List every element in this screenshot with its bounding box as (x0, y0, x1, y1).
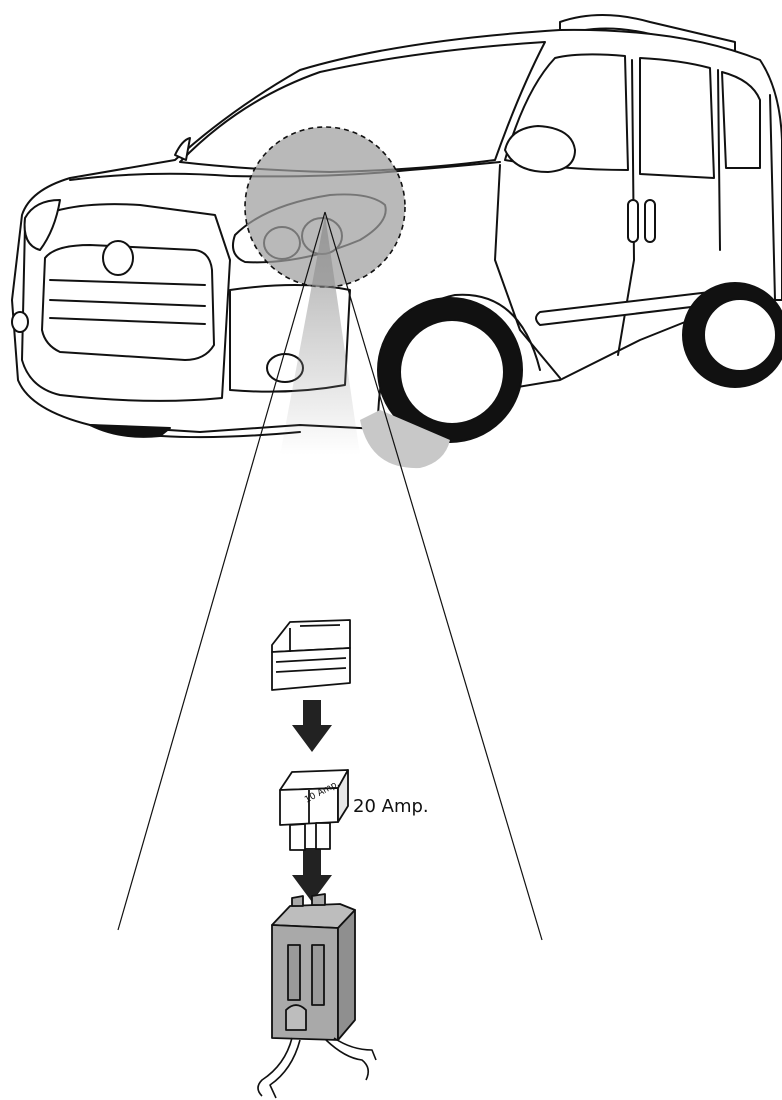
callout-beam (280, 215, 360, 455)
door-handle-right (644, 199, 656, 243)
rear-side-window-2 (721, 71, 761, 169)
rear-body-edge (769, 94, 776, 301)
connector-slot-2 (311, 944, 325, 1006)
zoom-callout (117, 126, 543, 941)
rear-rim (703, 298, 777, 372)
wire-right (325, 1039, 370, 1081)
grille-bar-1 (49, 279, 206, 286)
door-line-front (494, 164, 561, 379)
front-tire-left-hint (89, 424, 171, 438)
connector-slot-1 (287, 944, 301, 1001)
brand-emblem (102, 240, 134, 276)
connector-side (337, 909, 356, 1041)
callout-line-right (324, 211, 543, 941)
blade-fuse (279, 769, 349, 851)
grille-bar-3 (49, 317, 206, 325)
fuse-cover-inner-1 (275, 657, 347, 663)
wire-left-b (269, 1039, 301, 1099)
highlight-circle (244, 126, 406, 288)
wheel-shadow (360, 410, 450, 469)
fuse-rating-label: 20 Amp. (353, 796, 429, 817)
fuse-cover-top (271, 619, 351, 653)
left-headlight (23, 199, 61, 251)
door-line-rear (717, 69, 721, 251)
wire-left (257, 1037, 293, 1097)
wire-right-b (333, 1037, 377, 1061)
door-line-sliding (617, 59, 635, 356)
connector-latch (285, 1004, 307, 1031)
tow-eye (11, 311, 29, 333)
fuse-cover-inner-2 (275, 667, 347, 673)
callout-line-left (117, 211, 326, 931)
down-arrow-icon (292, 848, 332, 902)
fuse-cover (271, 619, 351, 691)
fuse-body-side (337, 769, 349, 823)
connector-tab-2 (311, 893, 326, 906)
fuse-cover-inner-4 (299, 624, 341, 627)
rear-side-window-1 (639, 57, 715, 179)
fuse-blade-right (315, 822, 331, 850)
side-mirror (504, 125, 576, 173)
connector-tab-1 (291, 895, 304, 907)
wiper (174, 137, 191, 161)
fuse-blade-left (289, 823, 306, 851)
door-handle-left (627, 199, 639, 243)
fuse-holder-connector (257, 893, 377, 1099)
grille-bar-2 (49, 299, 206, 307)
front-rim (399, 319, 505, 425)
down-arrow-icon (292, 700, 332, 752)
